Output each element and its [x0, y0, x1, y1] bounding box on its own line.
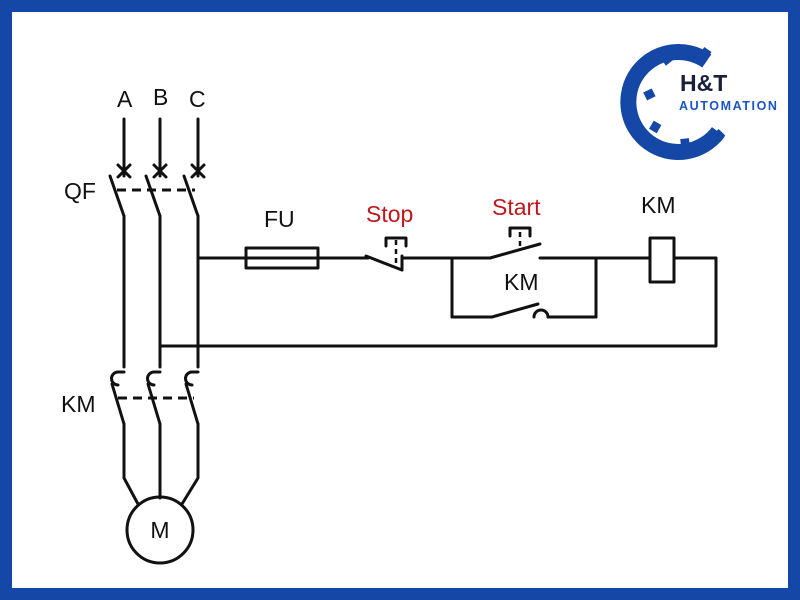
- coil-km: [648, 236, 676, 284]
- logo: H&T AUTOMATION: [620, 44, 779, 160]
- hold-contact-km: [450, 302, 598, 319]
- phase-a-label: A: [117, 86, 133, 112]
- phase-conductors: [122, 214, 200, 369]
- control-circuit: [158, 226, 718, 348]
- supply-leads: [122, 117, 200, 178]
- breaker-qf: [108, 163, 206, 218]
- motor-label: M: [150, 517, 169, 543]
- motor: [125, 495, 195, 565]
- hold-contact-label: KM: [504, 269, 539, 295]
- coil-label: KM: [641, 192, 676, 218]
- stop-label: Stop: [366, 201, 413, 227]
- gear-icon: [620, 44, 726, 160]
- fuse-label: FU: [264, 206, 295, 232]
- start-label: Start: [492, 194, 541, 220]
- stop-button: [364, 236, 454, 272]
- breaker-qf-label: QF: [64, 178, 96, 204]
- logo-name: H&T: [680, 70, 727, 96]
- start-button: [488, 226, 598, 260]
- main-contactor-km: [110, 370, 200, 426]
- main-contactor-label: KM: [61, 391, 96, 417]
- logo-sub: AUTOMATION: [679, 99, 779, 113]
- motor-leads: [122, 422, 200, 506]
- phase-c-label: C: [189, 86, 206, 112]
- phase-b-label: B: [153, 84, 168, 110]
